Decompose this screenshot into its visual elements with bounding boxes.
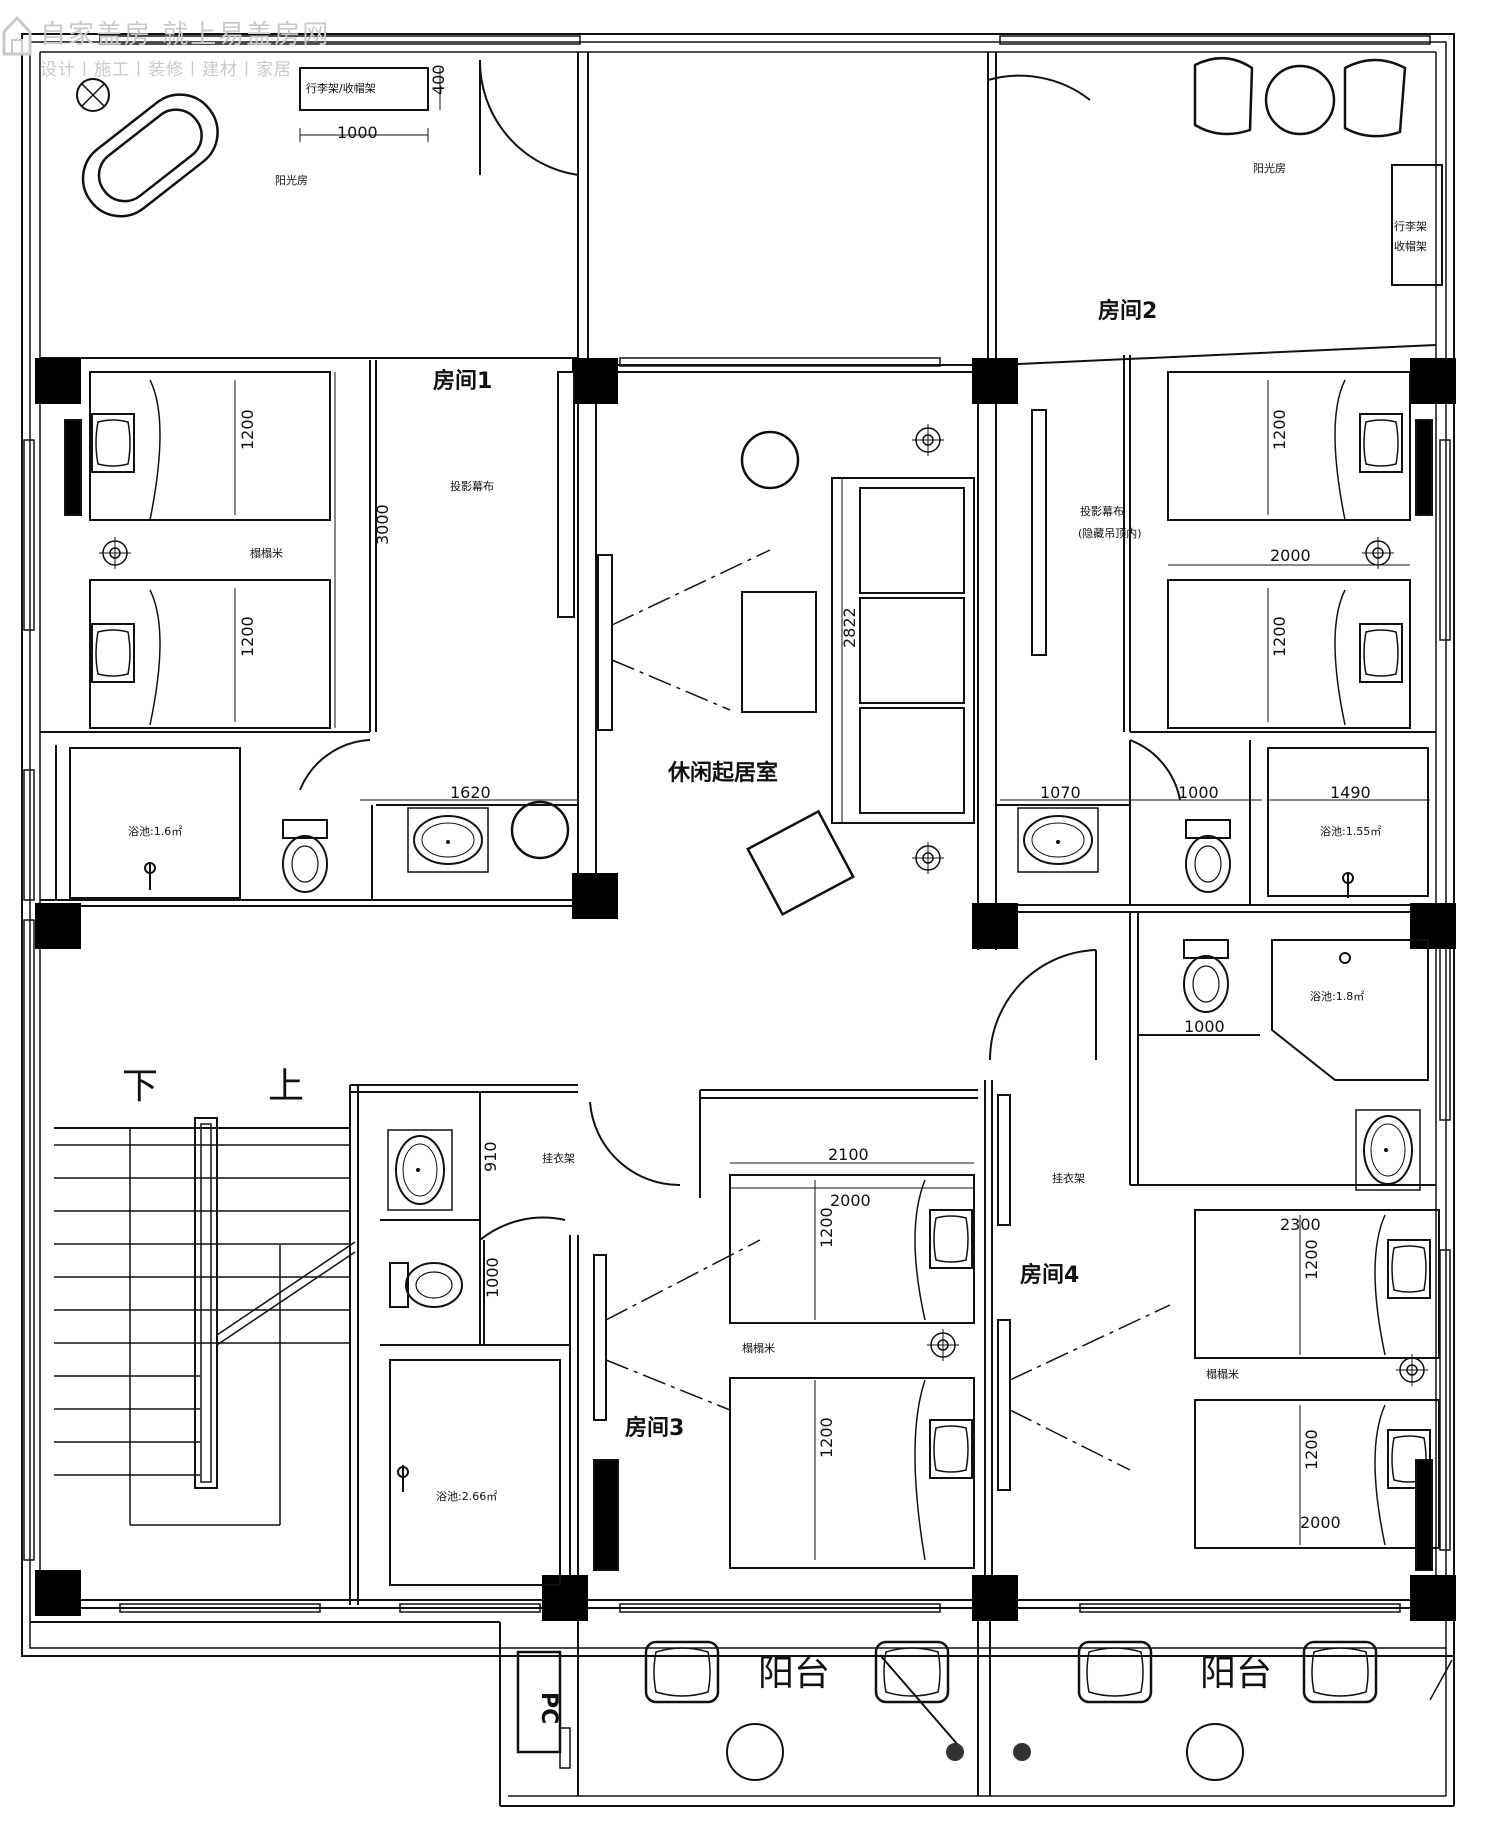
interior-walls bbox=[40, 52, 1437, 1796]
screen-label-right-2: (隐藏吊顶内) bbox=[1078, 526, 1142, 540]
dim-2822: 2822 bbox=[840, 607, 859, 648]
tub-label-4: 浴池:1.8㎡ bbox=[1310, 990, 1364, 1003]
hanger-label-room3: 挂衣架 bbox=[542, 1151, 575, 1165]
luggage-label-right-2: 收帽架 bbox=[1394, 239, 1427, 253]
windows bbox=[23, 35, 1451, 1769]
tub-label-2: 浴池:1.55㎡ bbox=[1320, 825, 1381, 838]
dim-1200-d: 1200 bbox=[1270, 616, 1289, 657]
house-logo-icon bbox=[2, 12, 32, 56]
dim-1200-g: 1200 bbox=[1302, 1239, 1321, 1280]
dim-1490: 1490 bbox=[1330, 783, 1371, 802]
balcony-furniture bbox=[516, 1640, 1453, 1781]
columns bbox=[35, 358, 1456, 1621]
lounge-furniture bbox=[510, 430, 975, 917]
dim-1000-wc: 1000 bbox=[483, 1257, 502, 1298]
room-label-sunroom-left: 阳光房 bbox=[275, 173, 308, 187]
staircase bbox=[54, 1117, 356, 1526]
tub-label-1: 浴池:1.6㎡ bbox=[128, 825, 182, 838]
room-label-balcony-left: 阳台 bbox=[758, 1653, 830, 1694]
tatami-label-room3: 榻榻米 bbox=[742, 1341, 775, 1355]
dim-2000-room3: 2000 bbox=[830, 1191, 871, 1210]
luggage-rack bbox=[299, 67, 1443, 286]
tatami-label-room4: 榻榻米 bbox=[1206, 1367, 1239, 1381]
dimension-lines bbox=[334, 372, 1439, 1211]
tatami-label-room1: 榻榻米 bbox=[250, 546, 283, 560]
dim-1200-h: 1200 bbox=[1302, 1429, 1321, 1470]
dim-1620: 1620 bbox=[450, 783, 491, 802]
screen-label-left: 投影幕布 bbox=[450, 479, 494, 493]
room-label-room1: 房间1 bbox=[433, 368, 492, 394]
dim-2100: 2100 bbox=[828, 1145, 869, 1164]
dim-2300: 2300 bbox=[1280, 1215, 1321, 1234]
watermark-line1: 自家盖房 就上易盖房网 bbox=[40, 20, 331, 50]
dim-1200-f: 1200 bbox=[817, 1417, 836, 1458]
doors bbox=[299, 59, 1181, 1345]
dim-1200-a: 1200 bbox=[238, 409, 257, 450]
watermark-line2: 设计丨施工丨装修丨建材丨家居 bbox=[40, 60, 292, 80]
dim-1200-e: 1200 bbox=[817, 1207, 836, 1248]
dim-1200-b: 1200 bbox=[238, 616, 257, 657]
projector-screens bbox=[64, 371, 1433, 1571]
dim-910: 910 bbox=[481, 1141, 500, 1172]
room-label-room4: 房间4 bbox=[1020, 1262, 1079, 1288]
room-label-room2: 房间2 bbox=[1098, 298, 1157, 324]
exterior-walls bbox=[21, 33, 1455, 1807]
stairs-up-label: 上 bbox=[268, 1066, 304, 1107]
room-label-room3: 房间3 bbox=[625, 1415, 684, 1441]
dim-2000-room4: 2000 bbox=[1300, 1513, 1341, 1532]
dim-1070: 1070 bbox=[1040, 783, 1081, 802]
labels: 房间1 房间2 房间3 房间4 休闲起居室 阳光房 阳光房 阳台 阳台 下 上 … bbox=[122, 64, 1427, 1724]
room-label-balcony-right: 阳台 bbox=[1200, 1653, 1272, 1694]
dim-1000-mid: 1000 bbox=[1178, 783, 1219, 802]
projection-lines bbox=[605, 549, 1171, 1471]
screen-label-right-1: 投影幕布 bbox=[1080, 504, 1124, 518]
luggage-label-right-1: 行李架 bbox=[1394, 219, 1427, 233]
tub-label-3: 浴池:2.66㎡ bbox=[436, 1490, 497, 1503]
stairs-down-label: 下 bbox=[122, 1066, 158, 1107]
beds bbox=[89, 371, 1440, 1569]
dim-1000-top: 1000 bbox=[337, 123, 378, 142]
bathtub-icon bbox=[76, 78, 219, 218]
dim-400: 400 bbox=[429, 64, 448, 95]
dim-2000-room2: 2000 bbox=[1270, 546, 1311, 565]
dim-1000-bath4: 1000 bbox=[1184, 1017, 1225, 1036]
luggage-label-left: 行李架/收帽架 bbox=[306, 81, 376, 95]
watermark: 自家盖房 就上易盖房网 设计丨施工丨装修丨建材丨家居 bbox=[40, 14, 330, 80]
dim-3000: 3000 bbox=[373, 504, 392, 545]
sunroom-chairs bbox=[1193, 57, 1407, 138]
bathroom-fixtures bbox=[69, 747, 1429, 1586]
dim-1200-c: 1200 bbox=[1270, 409, 1289, 450]
pc-label: PC bbox=[536, 1692, 561, 1724]
room-label-sunroom-right: 阳光房 bbox=[1253, 161, 1286, 175]
sinks bbox=[387, 807, 1421, 1211]
hanger-label-room4: 挂衣架 bbox=[1052, 1171, 1085, 1185]
room-label-lounge: 休闲起居室 bbox=[667, 760, 778, 786]
